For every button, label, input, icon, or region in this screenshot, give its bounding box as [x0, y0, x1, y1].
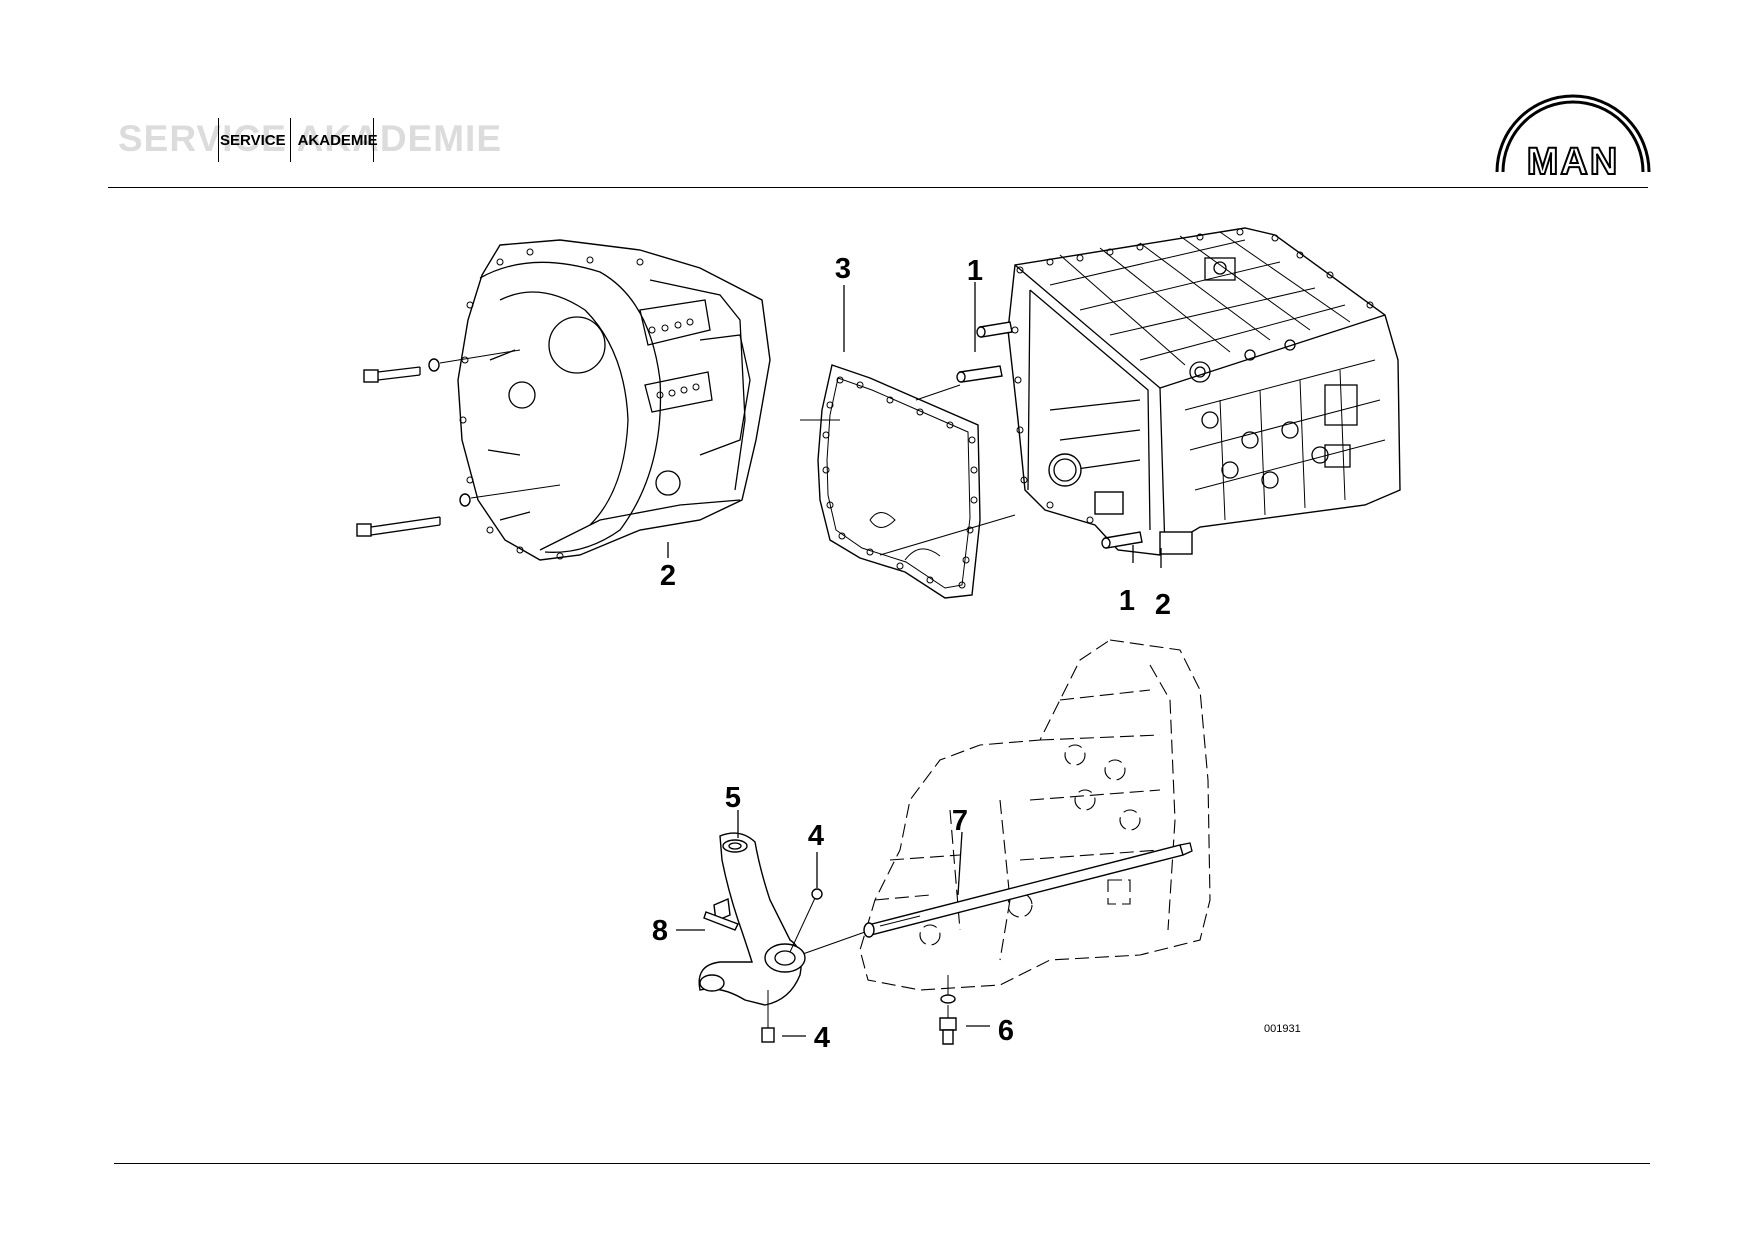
callout-6: 6 [998, 1015, 1014, 1047]
brand-word-akademie: AKADEMIE [297, 131, 378, 149]
grease-nipple [789, 888, 823, 953]
housing-bolt-lower [356, 484, 561, 537]
brand-divider-middle [290, 118, 291, 162]
fork-clip [703, 897, 739, 931]
watermark-text: SERVICE AKADEMIE [118, 118, 503, 159]
brand-divider-left [218, 118, 219, 162]
callout-1-upper: 1 [967, 255, 983, 287]
callout-2-left: 2 [660, 560, 676, 592]
footer-rule [114, 1163, 1650, 1164]
leader-lines [667, 282, 1162, 1037]
stud-lower [1101, 531, 1143, 549]
brand-word-service: SERVICE [220, 131, 286, 149]
shift-shaft [863, 842, 1193, 938]
stud-upper [956, 321, 1013, 383]
callout-8: 8 [652, 915, 668, 947]
callout-1-lower: 1 [1119, 585, 1135, 617]
gearbox-housing [1007, 227, 1401, 556]
callout-7: 7 [952, 805, 968, 837]
logo-wordmark: MAN [1527, 141, 1620, 183]
callout-4-upper: 4 [808, 820, 824, 852]
callout-2-right: 2 [1155, 589, 1171, 621]
clutch-housing [457, 239, 771, 561]
ghost-housing-outline [859, 639, 1211, 991]
man-logo: MAN [1495, 94, 1651, 184]
service-akademie-brand: SERVICE AKADEMIE [218, 122, 380, 158]
bottom-plug [761, 990, 775, 1043]
header-rule [108, 187, 1648, 188]
callout-5: 5 [725, 782, 741, 814]
brand-divider-right [373, 118, 374, 162]
shaft-axis-line [799, 931, 866, 956]
callout-3: 3 [835, 253, 851, 285]
housing-bolt-upper [363, 349, 521, 383]
drawing-reference-number: 001931 [1264, 1023, 1301, 1035]
housing-gasket [817, 364, 981, 599]
screw-with-washer [939, 975, 957, 1045]
callout-4-lower: 4 [814, 1022, 830, 1054]
release-fork [698, 832, 806, 1006]
